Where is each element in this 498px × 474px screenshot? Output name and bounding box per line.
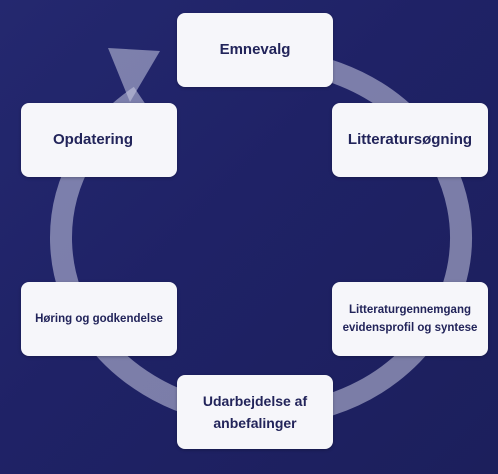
step-hoering: Høring og godkendelse: [21, 282, 177, 356]
step-litteratursoegning-label: Litteratursøgning: [347, 131, 473, 148]
step-emnevalg: Emnevalg: [177, 13, 333, 87]
step-litteraturgennemgang-label: Litteraturgennemgang evidensprofil og sy…: [342, 304, 478, 334]
step-litteratursoegning: Litteratursøgning: [332, 103, 488, 177]
step-opdatering-label: Opdatering: [53, 131, 134, 148]
step-opdatering: Opdatering: [21, 103, 177, 177]
step-udarbejdelse: Udarbejdelse af anbefalinger: [177, 375, 333, 449]
step-hoering-label: Høring og godkendelse: [35, 313, 163, 325]
step-udarbejdelse-label: Udarbejdelse af anbefalinger: [202, 393, 308, 431]
step-litteraturgennemgang: Litteraturgennemgang evidensprofil og sy…: [332, 282, 488, 356]
cycle-arrowhead: [108, 48, 160, 102]
step-emnevalg-label: Emnevalg: [219, 41, 291, 58]
